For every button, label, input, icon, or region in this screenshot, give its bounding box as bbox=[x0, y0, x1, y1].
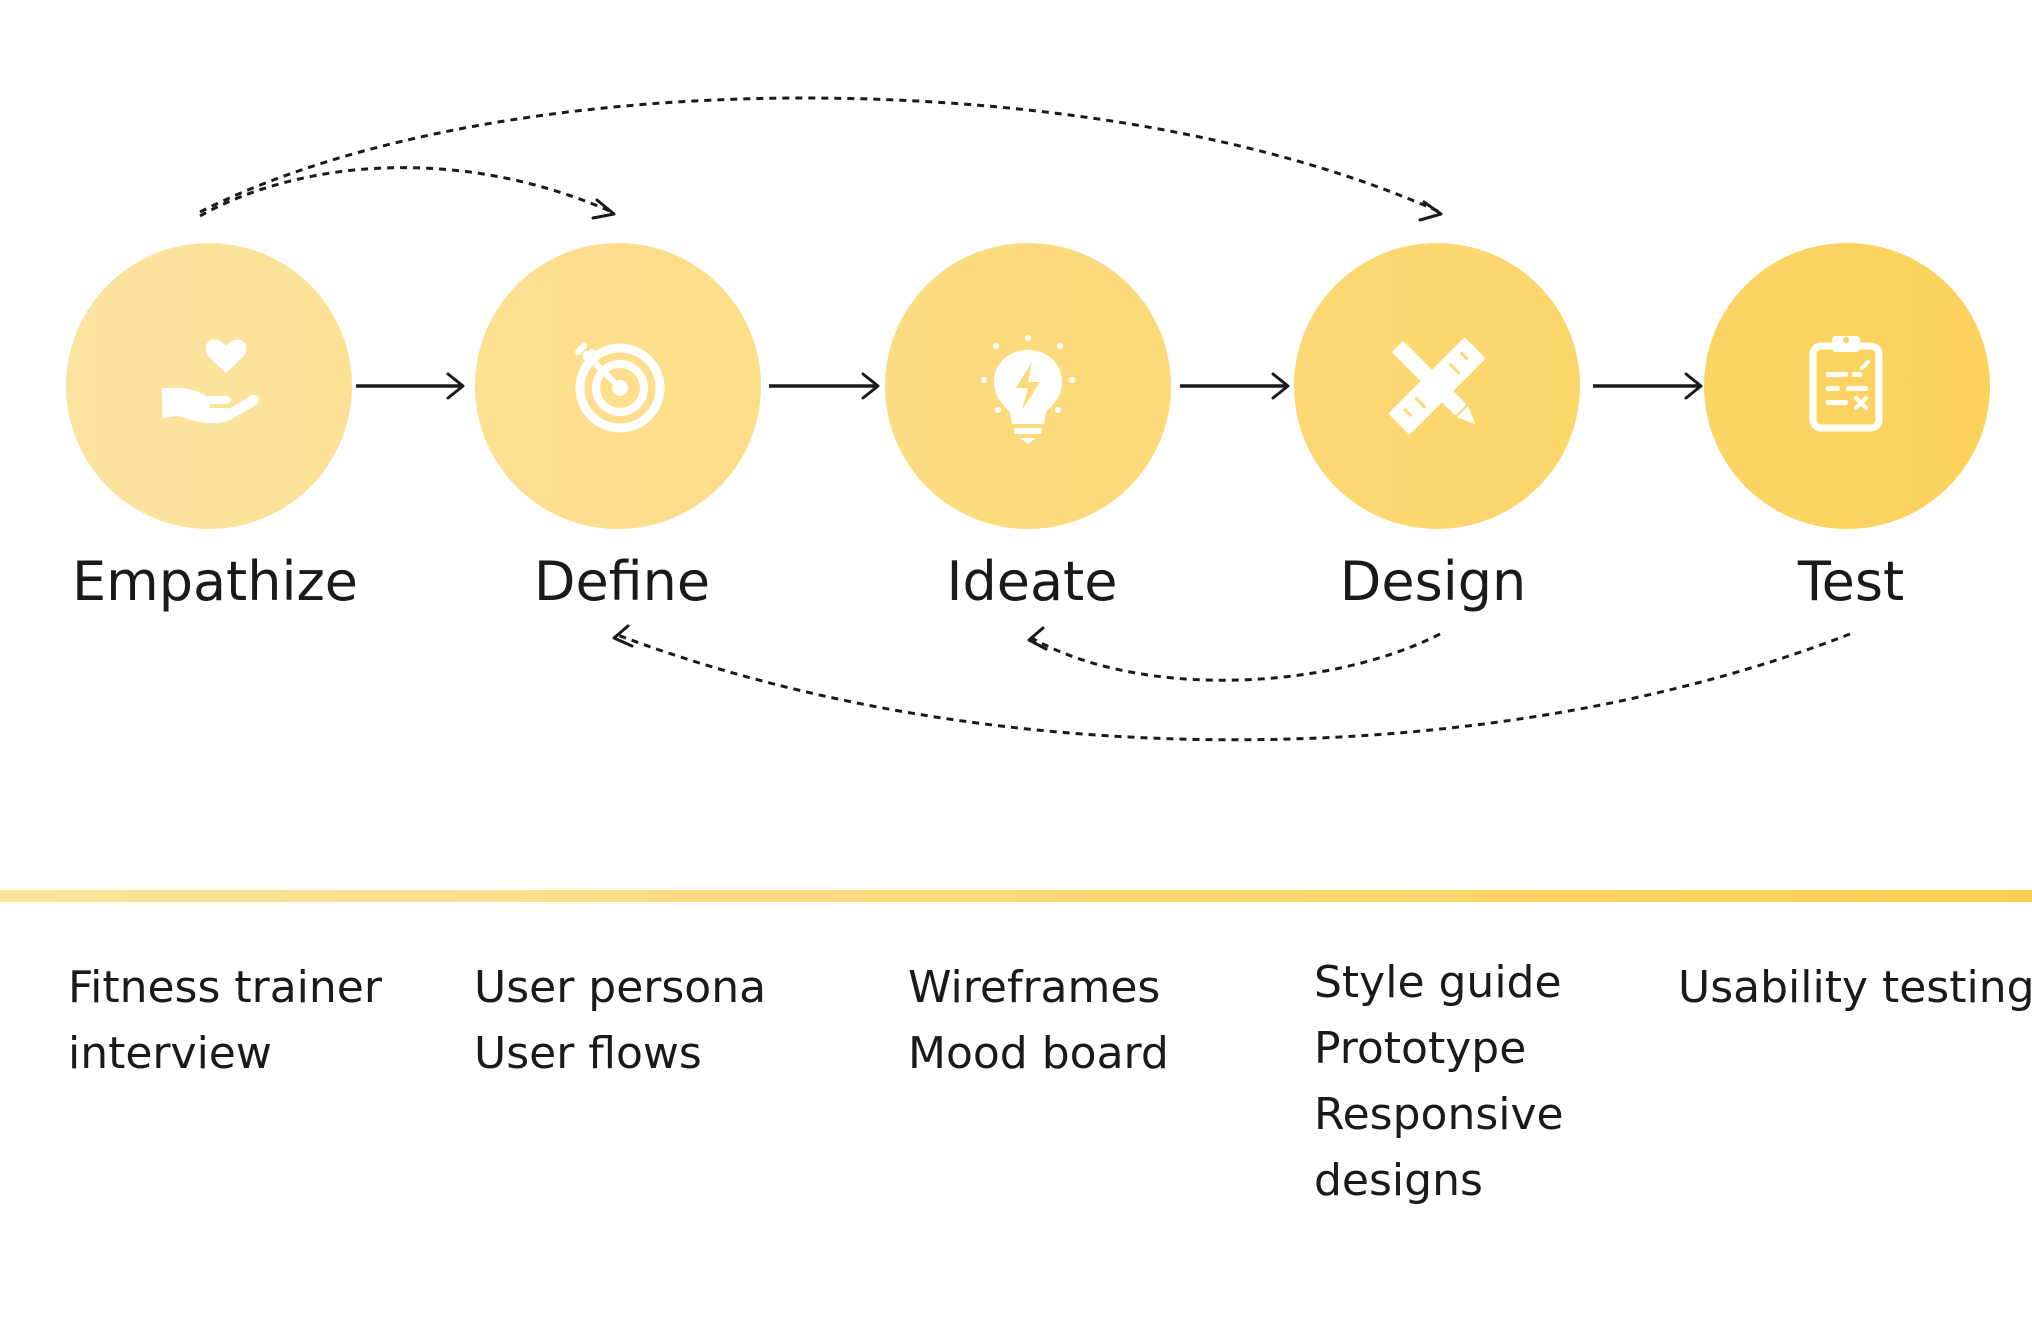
deliverables-empathize: Fitness trainer interview bbox=[68, 955, 382, 1087]
stage-label: Empathize bbox=[72, 550, 358, 613]
deliverable-item: Fitness trainer bbox=[68, 962, 382, 1013]
target-icon bbox=[575, 343, 665, 433]
pencil-ruler-icon bbox=[1389, 338, 1485, 434]
deliverables-design: Style guide Prototype Responsive designs bbox=[1314, 950, 1564, 1214]
forward-loop-arrows bbox=[199, 96, 1443, 222]
clipboard-checklist-icon bbox=[1809, 336, 1883, 432]
loop-arrow-empathize-to-design bbox=[199, 96, 1441, 214]
lightning-bolt-icon bbox=[1016, 362, 1040, 410]
connector-4-head bbox=[1684, 372, 1703, 400]
stage-test: Test bbox=[1704, 243, 1990, 613]
deliverable-item: Usability testing bbox=[1678, 962, 2032, 1013]
stage-define: Define bbox=[475, 243, 761, 613]
connector-1-head bbox=[446, 372, 465, 400]
stage-label: Design bbox=[1340, 550, 1526, 613]
loop-arrowhead-ideate bbox=[1027, 626, 1048, 651]
loop-arrow-empathize-to-define bbox=[199, 166, 613, 218]
stage-design: Design bbox=[1294, 243, 1580, 613]
loop-arrowhead-design bbox=[1418, 200, 1443, 222]
deliverable-item: Prototype bbox=[1314, 1023, 1527, 1074]
stage-empathize: Empathize bbox=[66, 243, 358, 613]
timeline-bar bbox=[0, 890, 2032, 902]
deliverable-item: interview bbox=[68, 1028, 272, 1079]
deliverables-define: User persona User flows bbox=[474, 955, 766, 1087]
deliverable-item: User persona bbox=[474, 962, 767, 1013]
loop-arrowhead-define-bottom bbox=[612, 624, 634, 648]
deliverable-item: Wireframes bbox=[908, 962, 1161, 1013]
stage-label: Ideate bbox=[947, 550, 1118, 613]
feedback-loop-arrows bbox=[612, 624, 1851, 742]
stage-circle bbox=[66, 243, 352, 529]
stage-ideate: Ideate bbox=[885, 243, 1171, 613]
deliverables-ideate: Wireframes Mood board bbox=[908, 955, 1169, 1087]
loop-arrowhead-define bbox=[591, 198, 616, 220]
deliverable-item: Style guide bbox=[1314, 957, 1562, 1008]
deliverable-item: designs bbox=[1314, 1155, 1483, 1206]
deliverables-test: Usability testing bbox=[1678, 955, 2032, 1021]
loop-arrow-test-to-define bbox=[614, 632, 1851, 742]
deliverable-item: Mood board bbox=[908, 1028, 1169, 1079]
connector-3-head bbox=[1271, 372, 1290, 400]
stage-label: Test bbox=[1797, 550, 1904, 613]
hand-heart-icon bbox=[162, 339, 259, 424]
connector-2-head bbox=[861, 372, 880, 400]
stage-connectors bbox=[356, 372, 1703, 400]
deliverable-item: Responsive bbox=[1314, 1089, 1564, 1140]
stage-circle bbox=[1704, 243, 1990, 529]
stage-label: Define bbox=[534, 550, 710, 613]
deliverable-item: User flows bbox=[474, 1028, 702, 1079]
loop-arrow-design-to-ideate bbox=[1029, 632, 1441, 682]
